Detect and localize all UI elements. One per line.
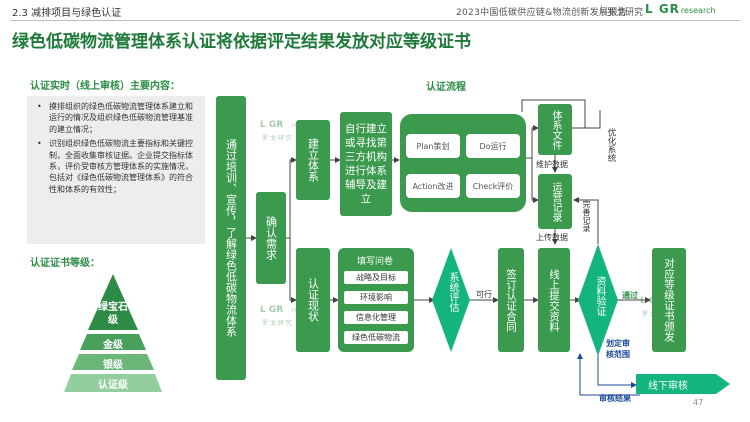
assess-label: 系统评估 [447, 272, 458, 312]
scope-label: 划定审核范围 [606, 339, 630, 359]
confirm-demand-box: 确认需求 [256, 192, 286, 284]
optimize-system-label: 优化系统 [606, 128, 616, 162]
pdca-plan: Plan策划 [406, 134, 460, 158]
audit-result-label: 审核结果 [599, 394, 631, 403]
watermark-logo: L GR [260, 305, 284, 315]
ops-records-box: 运营记录 [538, 174, 572, 229]
training-box: 通过培训、宣传，了解绿色低碳物流体系 [216, 96, 246, 380]
upload-data-label: 上传数据 [536, 233, 568, 242]
level-silver-label: 银级 [103, 360, 123, 371]
pdca-check: Check评价 [466, 174, 520, 198]
audit-content-box: 摸排组织的绿色低碳物流管理体系建立和运行的情况及组织绿色低碳物流管理基准的建立情… [27, 96, 205, 244]
offline-audit-label: 线下审核 [648, 381, 688, 392]
section-label: 2.3 减排项目与绿色认证 [12, 8, 122, 19]
bullet-item: 摸排组织的绿色低碳物流管理体系建立和运行的情况及组织绿色低碳物流管理基准的建立情… [35, 101, 199, 135]
build-system-box: 建立体系 [296, 120, 330, 200]
questionnaire-item: 绿色低碳物流 [343, 330, 409, 345]
watermark-inst: 罗 戈 研 究 [262, 135, 292, 142]
page-number: 47 [693, 398, 704, 407]
questionnaire-title: 填写问卷 [357, 257, 394, 267]
page-title: 绿色低碳物流管理体系认证将依据评定结果发放对应等级证书 [12, 32, 471, 52]
flow-heading: 认证流程 [426, 82, 466, 93]
logo: L GR research [645, 2, 716, 16]
contract-box: 签订认证合同 [498, 248, 524, 352]
header-divider [10, 20, 740, 21]
maintain-data-label: 维护数据 [536, 160, 568, 169]
pdca-do: Do运行 [466, 134, 520, 158]
questionnaire-item: 信息化管理 [343, 310, 409, 325]
logo-text: L GR [645, 2, 680, 16]
logo-sub: research [680, 6, 716, 15]
bullet-item: 识别组织绿色低碳物流主要指标和关键控制，全面收集审核证据。企业提交指标体系，评价… [35, 138, 199, 195]
questionnaire-item: 环境影响 [343, 290, 409, 305]
level-gold-label: 金级 [103, 340, 123, 351]
header-separator: | [600, 5, 604, 15]
verify-label: 资料验证 [594, 276, 605, 316]
online-audit-heading: 认证实时（线上审核）主要内容： [30, 81, 180, 92]
level-basic-label: 认证级 [98, 380, 128, 391]
self-build-box: 自行建立或寻找第三方机构进行体系辅导及建立 [340, 112, 392, 216]
report-title: 2023中国低碳供应链&物流创新发展报告 [456, 8, 627, 18]
complete-records-label: 完善记录 [582, 200, 591, 232]
pdca-action: Action改进 [406, 174, 460, 198]
watermark-logo: L GR [640, 296, 663, 306]
certificate-level-pyramid [64, 274, 162, 392]
watermark-logo: L GR [260, 120, 284, 130]
cert-level-heading: 认证证书等级： [30, 258, 100, 269]
feasible-label: 可行 [476, 290, 492, 299]
pyramid-tier-basic [64, 374, 162, 392]
watermark-inst: 罗 戈 研 究 [262, 320, 292, 327]
pyramid-tier-emerald [88, 274, 138, 330]
pyramid-tier-silver [72, 354, 154, 370]
cert-status-box: 认证现状 [296, 248, 330, 352]
institute-name: 罗戈研究 [607, 8, 644, 18]
pyramid-tier-gold [80, 334, 146, 350]
pass-label: 通过 [622, 291, 638, 300]
submit-docs-box: 线上提交资料 [538, 248, 570, 352]
level-emerald-label: 绿宝石级 [98, 302, 128, 326]
questionnaire-item: 战略及目标 [343, 270, 409, 285]
cert-issue-box: 对应等级证书颁发 [652, 248, 686, 352]
system-docs-box: 体系文件 [538, 104, 572, 155]
